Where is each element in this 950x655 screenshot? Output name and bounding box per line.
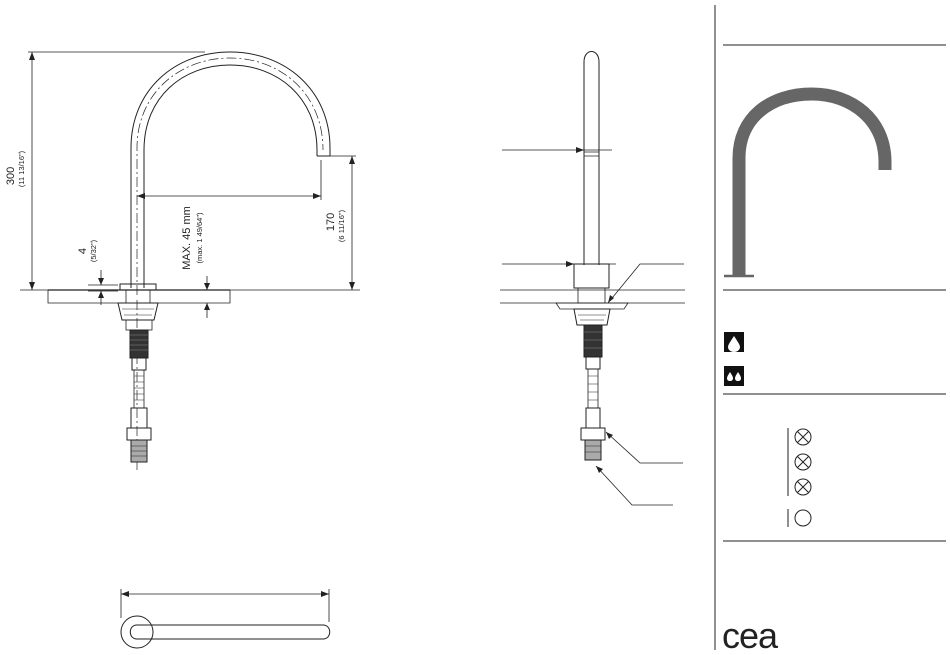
base-flange (120, 284, 156, 290)
crossed-circle-icon (795, 479, 811, 495)
side-threaded-rod (584, 325, 602, 357)
top-view-spout (130, 625, 330, 639)
mounting-nut (118, 303, 158, 320)
hose (134, 370, 144, 408)
leader-line-cold (596, 466, 673, 505)
base-imperial-label: (5/32") (89, 239, 98, 262)
spout-inner (144, 65, 317, 288)
brand-logo: cea (722, 615, 779, 655)
hose-connector-nut (127, 428, 151, 440)
leader-line-hot (606, 432, 683, 463)
single-hole-icon (724, 332, 744, 352)
leader-line-base (608, 264, 684, 303)
faucet-silhouette (739, 94, 885, 275)
crossed-circle-icon (795, 454, 811, 470)
crossed-circle-icon (795, 429, 811, 445)
side-view (500, 52, 685, 506)
height-label: 300 (5, 167, 17, 185)
double-hole-icon (724, 366, 744, 386)
sidebar (715, 5, 946, 650)
deck-label: MAX. 45 mm (181, 206, 193, 270)
threaded-rod (130, 330, 148, 358)
deck-side (500, 290, 685, 303)
top-view (121, 589, 330, 648)
hose-fitting-top (132, 358, 146, 370)
side-base-body (574, 264, 609, 288)
base-label: 4 (77, 248, 89, 254)
center-line (137, 58, 323, 295)
circle-icon (795, 510, 811, 526)
logo-text: cea (722, 615, 779, 655)
top-view-base-circle (121, 616, 153, 648)
spout-height-label: 170 (325, 213, 337, 231)
deck-imperial-label: (max. 1 49/64") (195, 212, 204, 264)
spout-side-profile (584, 52, 599, 266)
deck-front (48, 290, 230, 303)
height-imperial-label: (11 13/16") (17, 150, 26, 187)
hose-fitting-bottom (131, 408, 147, 428)
spout-height-imperial-label: (6 11/16") (337, 209, 346, 242)
